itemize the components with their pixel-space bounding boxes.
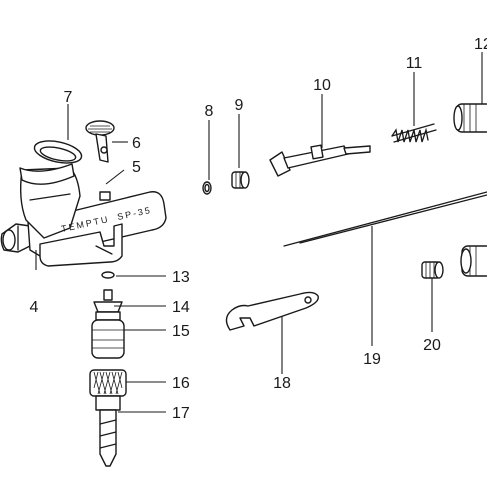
part-nozzle [421,261,444,279]
leader-lines [35,52,483,413]
callout-18: 18 [273,375,291,392]
part-knurled-nut [89,369,127,397]
callout-14: 14 [172,299,190,316]
callout-15: 15 [172,323,190,340]
callout-7: 7 [64,89,73,106]
part-packing-screw [231,171,250,189]
part-trigger [85,120,115,163]
callout-17: 17 [172,405,190,422]
callout-20: 20 [423,337,441,354]
callout-11: 11 [406,55,423,72]
part-nozzle-cap [460,245,487,277]
part-needle [283,191,487,247]
callout-9: 9 [235,97,244,114]
callout-4: 4 [30,299,39,316]
part-wrench [225,291,319,331]
part-cup-lid [33,140,83,164]
part-spring [391,123,437,143]
callout-10: 10 [313,77,331,94]
part-spring-case [453,103,487,133]
part-hose-connector [95,395,121,467]
part-needle-guide [269,144,371,177]
callout-19: 19 [363,351,381,368]
airbrush-body: TEMPTU SP-35 [0,163,167,267]
part-washer [101,271,115,279]
callout-5: 5 [132,159,141,176]
callout-16: 16 [172,375,190,392]
callout-6: 6 [132,135,141,152]
callout-12: 12 [474,36,487,53]
part-air-valve [91,289,125,359]
callout-13: 13 [172,269,190,286]
callouts: 7 6 5 4 8 9 10 11 12 13 14 15 16 17 18 1… [30,36,487,422]
callout-8: 8 [205,103,214,120]
